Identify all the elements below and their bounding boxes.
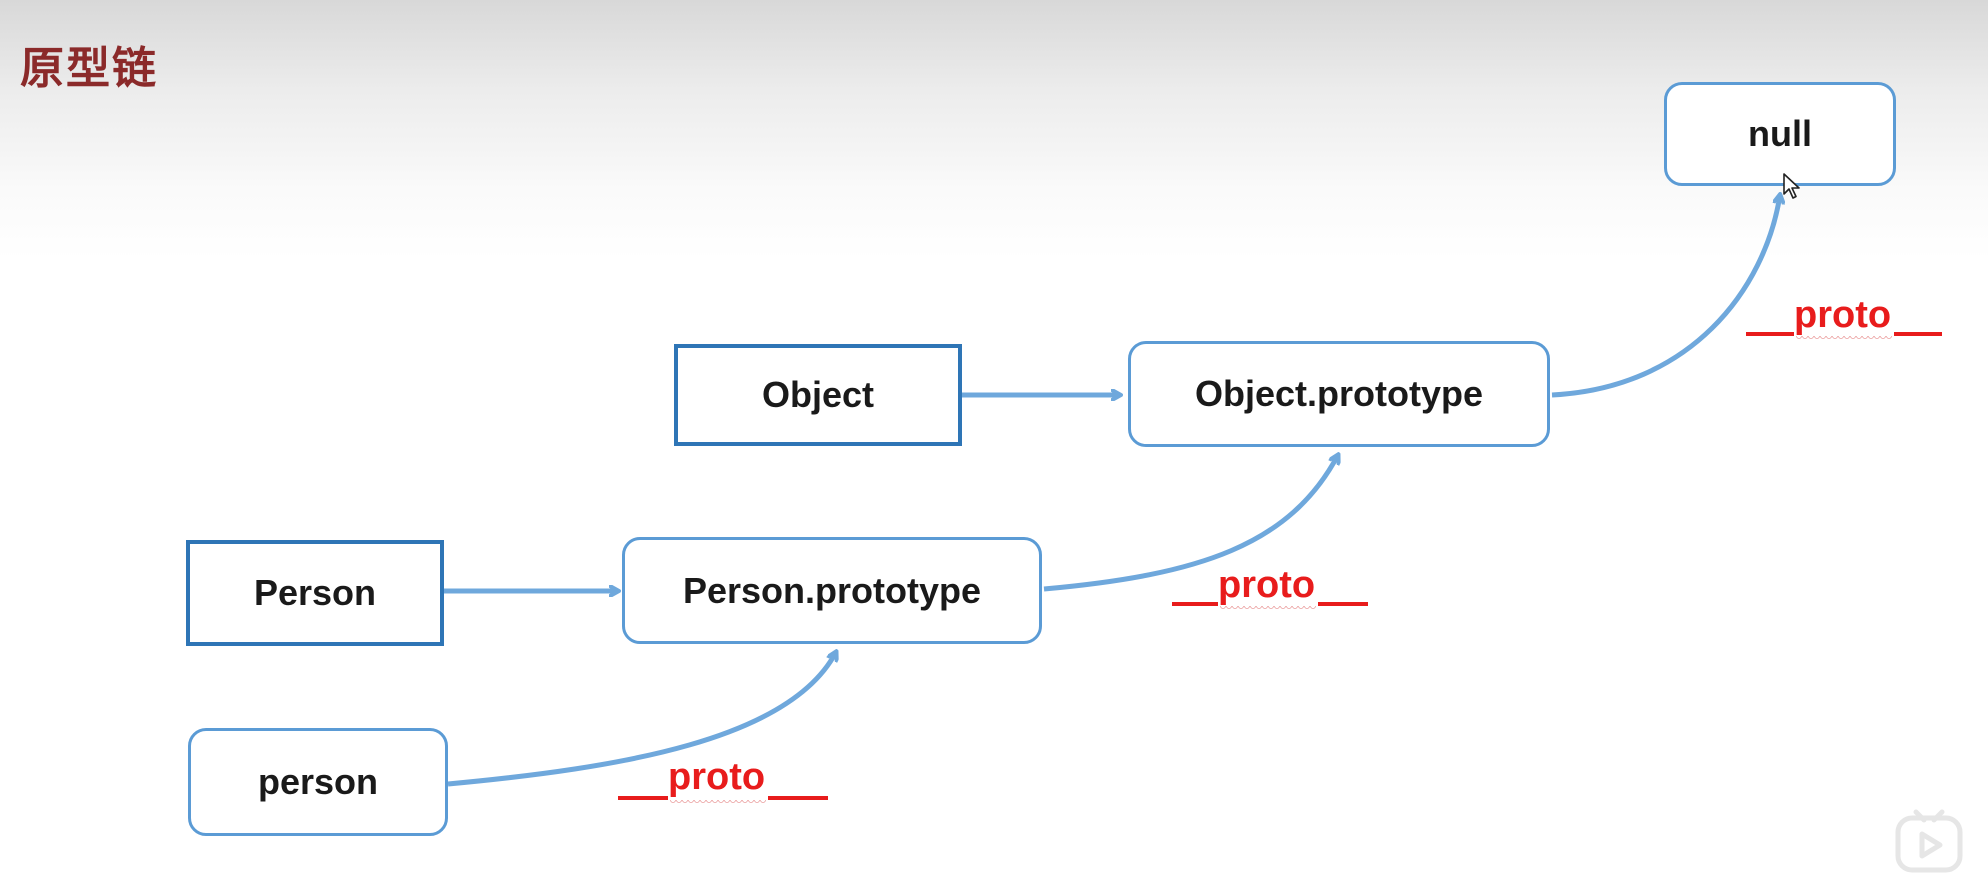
node-null-label: null bbox=[1748, 113, 1812, 154]
node-object: Object bbox=[674, 344, 962, 446]
node-person-instance-label: person bbox=[257, 761, 379, 802]
mouse-pointer-icon bbox=[1783, 173, 1800, 199]
proto-label-object-prototype-to-null: proto bbox=[1746, 296, 1942, 340]
node-person: Person bbox=[186, 540, 444, 646]
node-person-prototype-label: Person.prototype bbox=[682, 569, 982, 611]
slide-title: 原型链 bbox=[20, 43, 158, 94]
arrow-object-prototype-to-null bbox=[1551, 195, 1780, 398]
proto-label-person-prototype-to-object-prototype: proto bbox=[1172, 566, 1368, 610]
proto-label-text-1: proto bbox=[1794, 294, 1892, 336]
node-object-prototype-label: Object.prototype bbox=[1194, 373, 1484, 414]
node-person-instance: person bbox=[188, 728, 448, 836]
proto-label-text-3: proto bbox=[668, 756, 766, 798]
node-object-prototype: Object.prototype bbox=[1128, 341, 1550, 447]
node-object-label: Object bbox=[761, 374, 875, 415]
node-person-prototype: Person.prototype bbox=[622, 537, 1042, 644]
node-person-label: Person bbox=[253, 572, 377, 613]
node-null: null bbox=[1664, 82, 1896, 186]
proto-label-text-2: proto bbox=[1218, 564, 1316, 606]
arrow-person-instance-to-person-prototype bbox=[447, 652, 836, 787]
arrow-person-prototype-to-object-prototype bbox=[1043, 455, 1338, 592]
proto-label-person-instance-to-person-prototype: proto bbox=[618, 756, 834, 803]
play-button-icon[interactable] bbox=[1892, 808, 1972, 880]
